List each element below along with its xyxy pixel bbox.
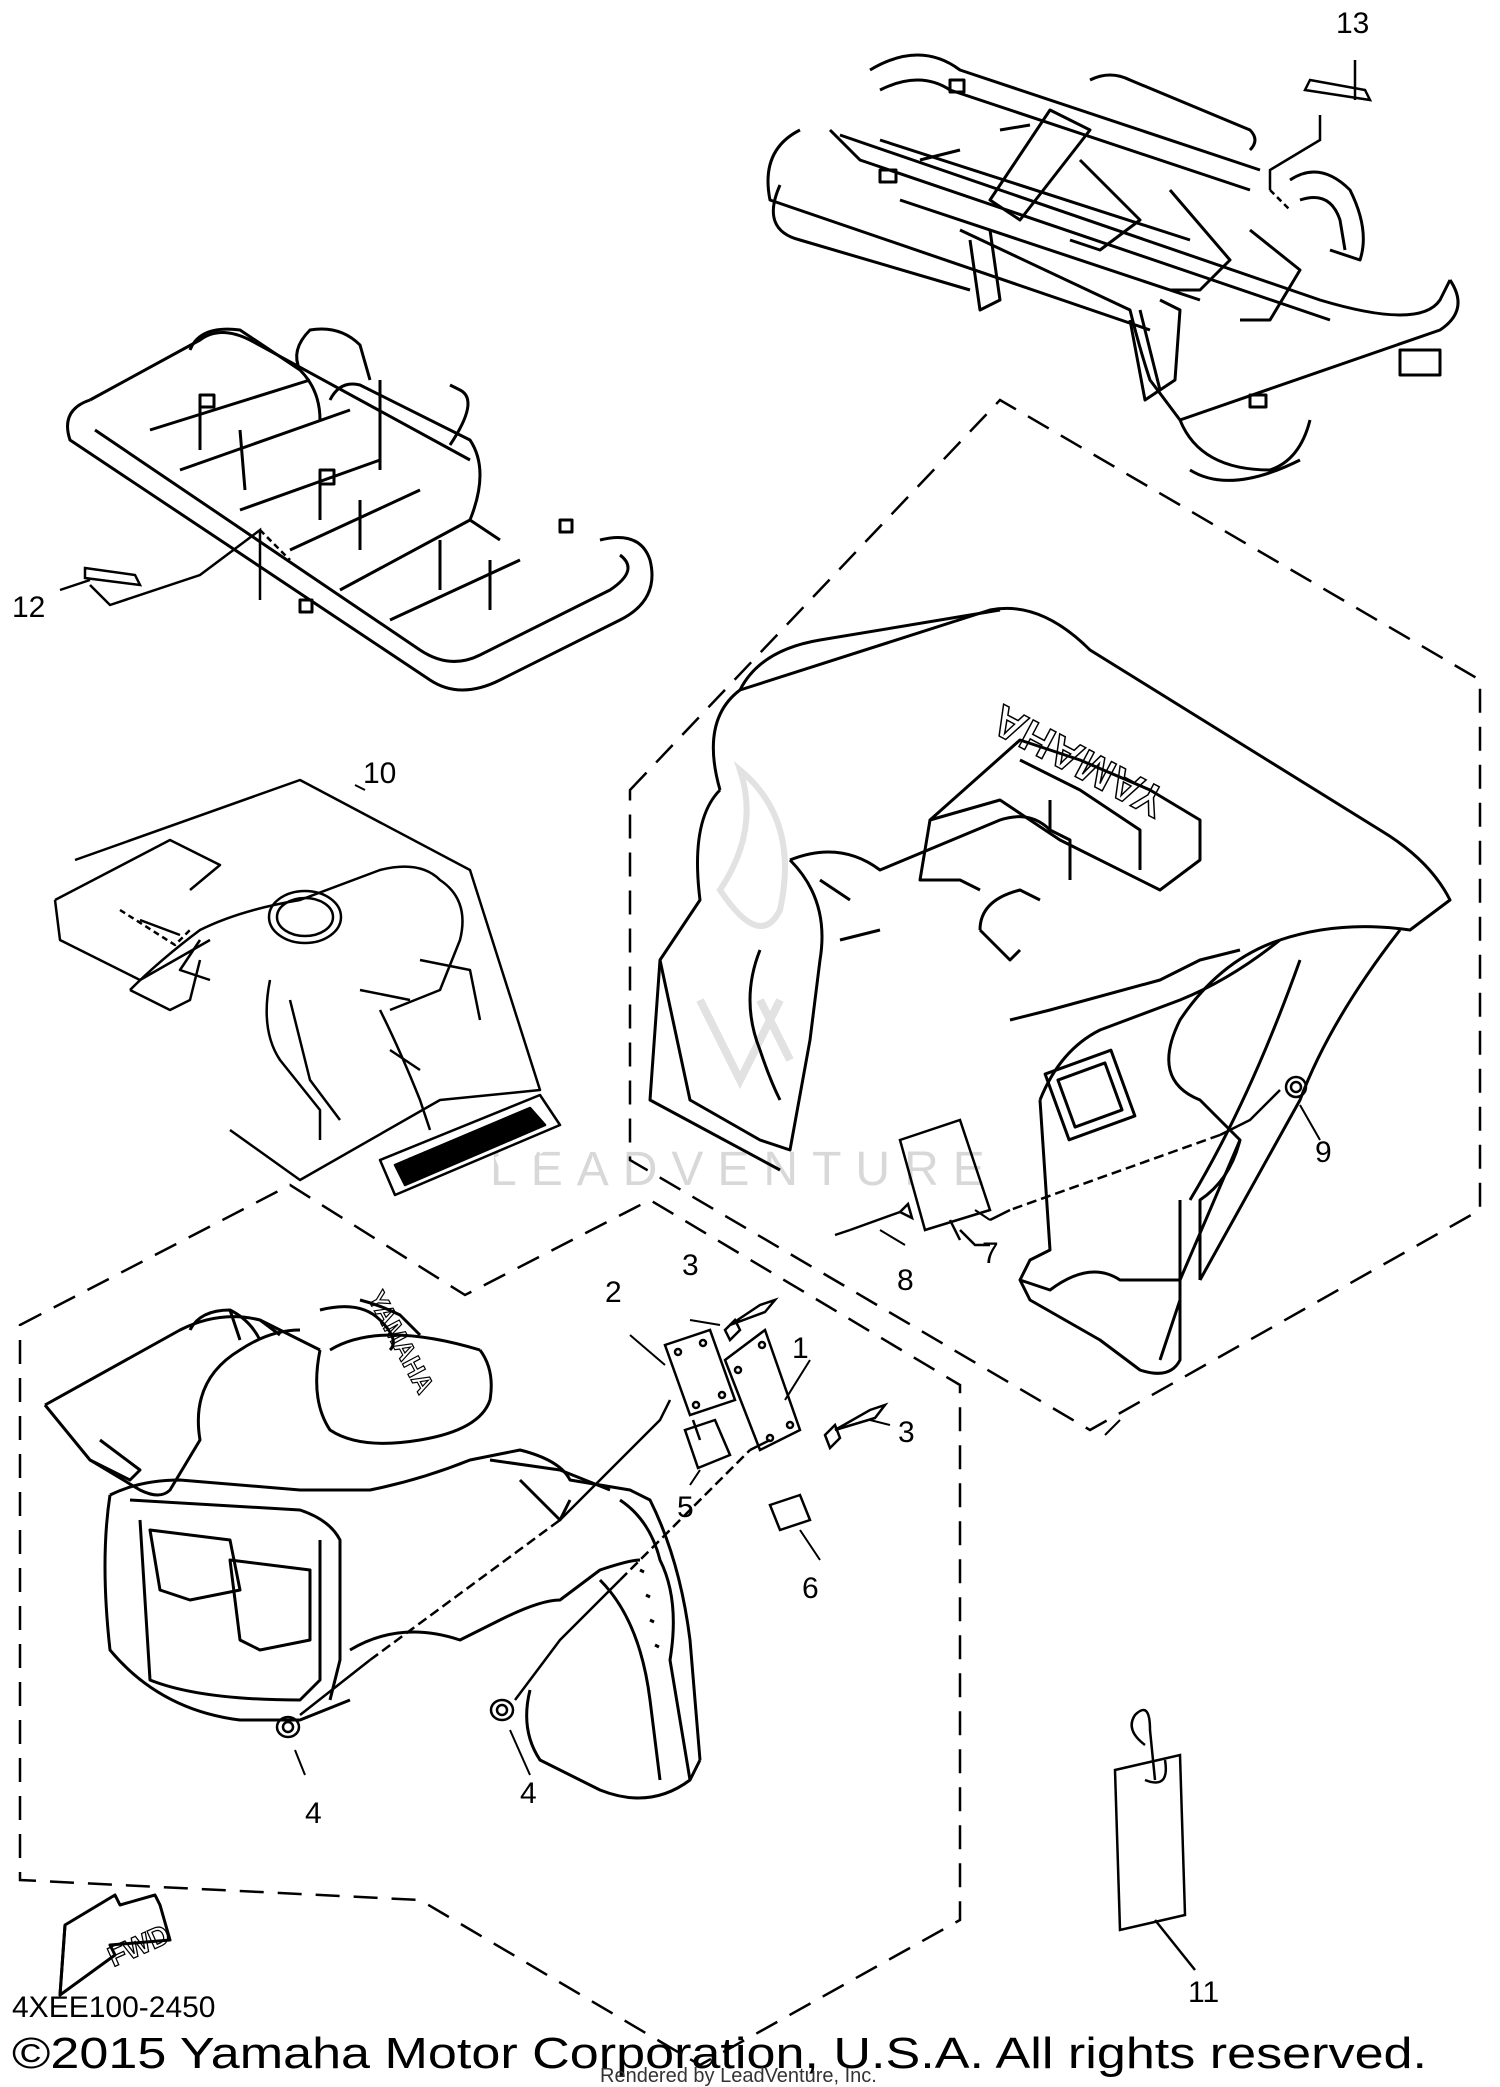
plate-1 xyxy=(723,1327,802,1452)
diagram-code: 4XEE100-2450 xyxy=(12,1991,216,2024)
callout-5: 5 xyxy=(677,1491,694,1524)
owner-tag xyxy=(1113,1708,1196,1971)
fwd-arrow xyxy=(58,1893,172,1997)
grommet-9 xyxy=(1284,1075,1308,1099)
callout-2: 2 xyxy=(605,1276,622,1309)
callout-12: 12 xyxy=(12,591,45,624)
callout-4b: 4 xyxy=(520,1777,537,1810)
sticker-6 xyxy=(768,1493,812,1532)
label-13-sticker xyxy=(1268,60,1373,211)
callout-9: 9 xyxy=(1315,1136,1332,1169)
grommet-4b xyxy=(489,1698,515,1722)
callout-13: 13 xyxy=(1336,7,1369,40)
front-carrier xyxy=(66,327,654,692)
rivet-3b xyxy=(834,1402,889,1432)
beartracker-sticker xyxy=(378,1093,562,1197)
callout-4a: 4 xyxy=(305,1797,322,1830)
rear-carrier xyxy=(766,53,1460,482)
copyright-notice: ©2015 Yamaha Motor Corporation, U.S.A. A… xyxy=(12,2029,1427,2078)
callout-11: 11 xyxy=(1188,1976,1219,2009)
label-12-sticker xyxy=(59,527,291,607)
rear-parts xyxy=(834,1075,1308,1247)
rear-fender xyxy=(648,606,1452,1375)
plate-2 xyxy=(663,1328,737,1417)
front-parts xyxy=(275,1297,889,1739)
warning-sticker-set xyxy=(53,778,562,1197)
rear-plate-7 xyxy=(898,1118,992,1232)
patch-5 xyxy=(683,1418,732,1470)
callout-1: 1 xyxy=(792,1332,809,1365)
callout-3b: 3 xyxy=(898,1416,915,1449)
rendered-by: Rendered by LeadVenture, Inc. xyxy=(600,2065,877,2087)
callout-7: 7 xyxy=(982,1237,999,1270)
rivet-3a xyxy=(729,1297,779,1327)
rear-fender-group-border xyxy=(628,398,1482,1432)
callout-3a: 3 xyxy=(682,1249,699,1282)
callout-6: 6 xyxy=(802,1572,819,1605)
callout-8: 8 xyxy=(897,1264,914,1297)
leader-lines xyxy=(294,784,1321,1776)
grommet-4a xyxy=(275,1715,301,1739)
callout-10: 10 xyxy=(363,757,396,790)
rivet-8 xyxy=(849,1210,901,1232)
front-fender-group-border xyxy=(18,1183,962,2067)
